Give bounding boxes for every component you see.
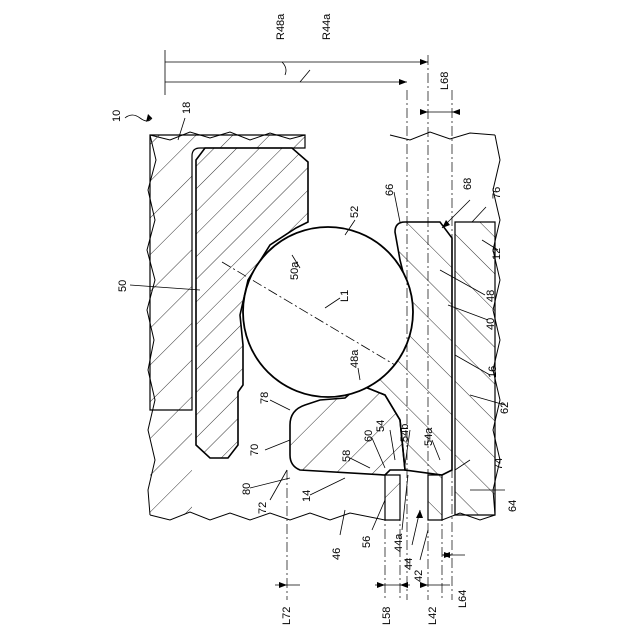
label-76: 76	[492, 187, 503, 199]
label-68: 68	[463, 178, 474, 190]
housing-member-18-lower	[150, 410, 192, 515]
label-48a: 48a	[350, 350, 361, 368]
label-54b: 54b	[400, 424, 411, 442]
dim-arrow-l72	[279, 582, 287, 588]
label-80: 80	[242, 483, 253, 495]
label-46: 46	[332, 548, 343, 560]
label-l58: L58	[382, 607, 393, 625]
label-74: 74	[494, 458, 505, 470]
label-64: 64	[508, 500, 519, 512]
label-14: 14	[302, 490, 313, 502]
label-62: 62	[500, 402, 511, 414]
dim-arrow-l58a	[377, 582, 385, 588]
bottom-member-42	[428, 475, 442, 520]
label-44: 44	[404, 558, 415, 570]
label-r44a: R44a	[322, 14, 333, 40]
label-10: 10	[112, 110, 123, 122]
label-l68: L68	[440, 72, 451, 90]
label-54: 54	[376, 420, 387, 432]
bottom-member-56	[385, 475, 400, 520]
dim-arrow-l68b	[452, 109, 460, 115]
label-50a: 50a	[290, 262, 301, 280]
dim-leader-r44a	[300, 70, 310, 82]
label-52: 52	[350, 206, 361, 218]
dim-arrow-l42	[420, 582, 428, 588]
dim-arrow-r48a	[420, 59, 428, 65]
label-r48a: R48a	[276, 14, 287, 40]
label-48: 48	[486, 290, 497, 302]
label-60: 60	[364, 430, 375, 442]
label-l72: L72	[282, 607, 293, 625]
dim-leader-r48a	[282, 62, 286, 75]
dim-arrow-l68a	[420, 109, 428, 115]
ball-52	[243, 227, 413, 397]
label-50: 50	[118, 280, 129, 292]
dim-arrow-r44a	[399, 79, 407, 85]
label-72: 72	[258, 502, 269, 514]
label-66: 66	[385, 184, 396, 196]
break-line-top-right	[390, 132, 495, 140]
label-78: 78	[260, 392, 271, 404]
label-40: 40	[486, 318, 497, 330]
label-18: 18	[182, 102, 193, 114]
label-l64: L64	[458, 590, 469, 608]
label-54a: 54a	[424, 428, 435, 446]
label-70: 70	[250, 444, 261, 456]
label-l1: L1	[340, 290, 351, 302]
label-42: 42	[414, 570, 425, 582]
label-l42: L42	[428, 607, 439, 625]
label-16: 16	[488, 366, 499, 378]
label-58: 58	[342, 450, 353, 462]
dim-arrow-l58b	[400, 582, 408, 588]
label-12: 12	[492, 248, 503, 260]
label-44a: 44a	[394, 534, 405, 552]
label-56: 56	[362, 536, 373, 548]
